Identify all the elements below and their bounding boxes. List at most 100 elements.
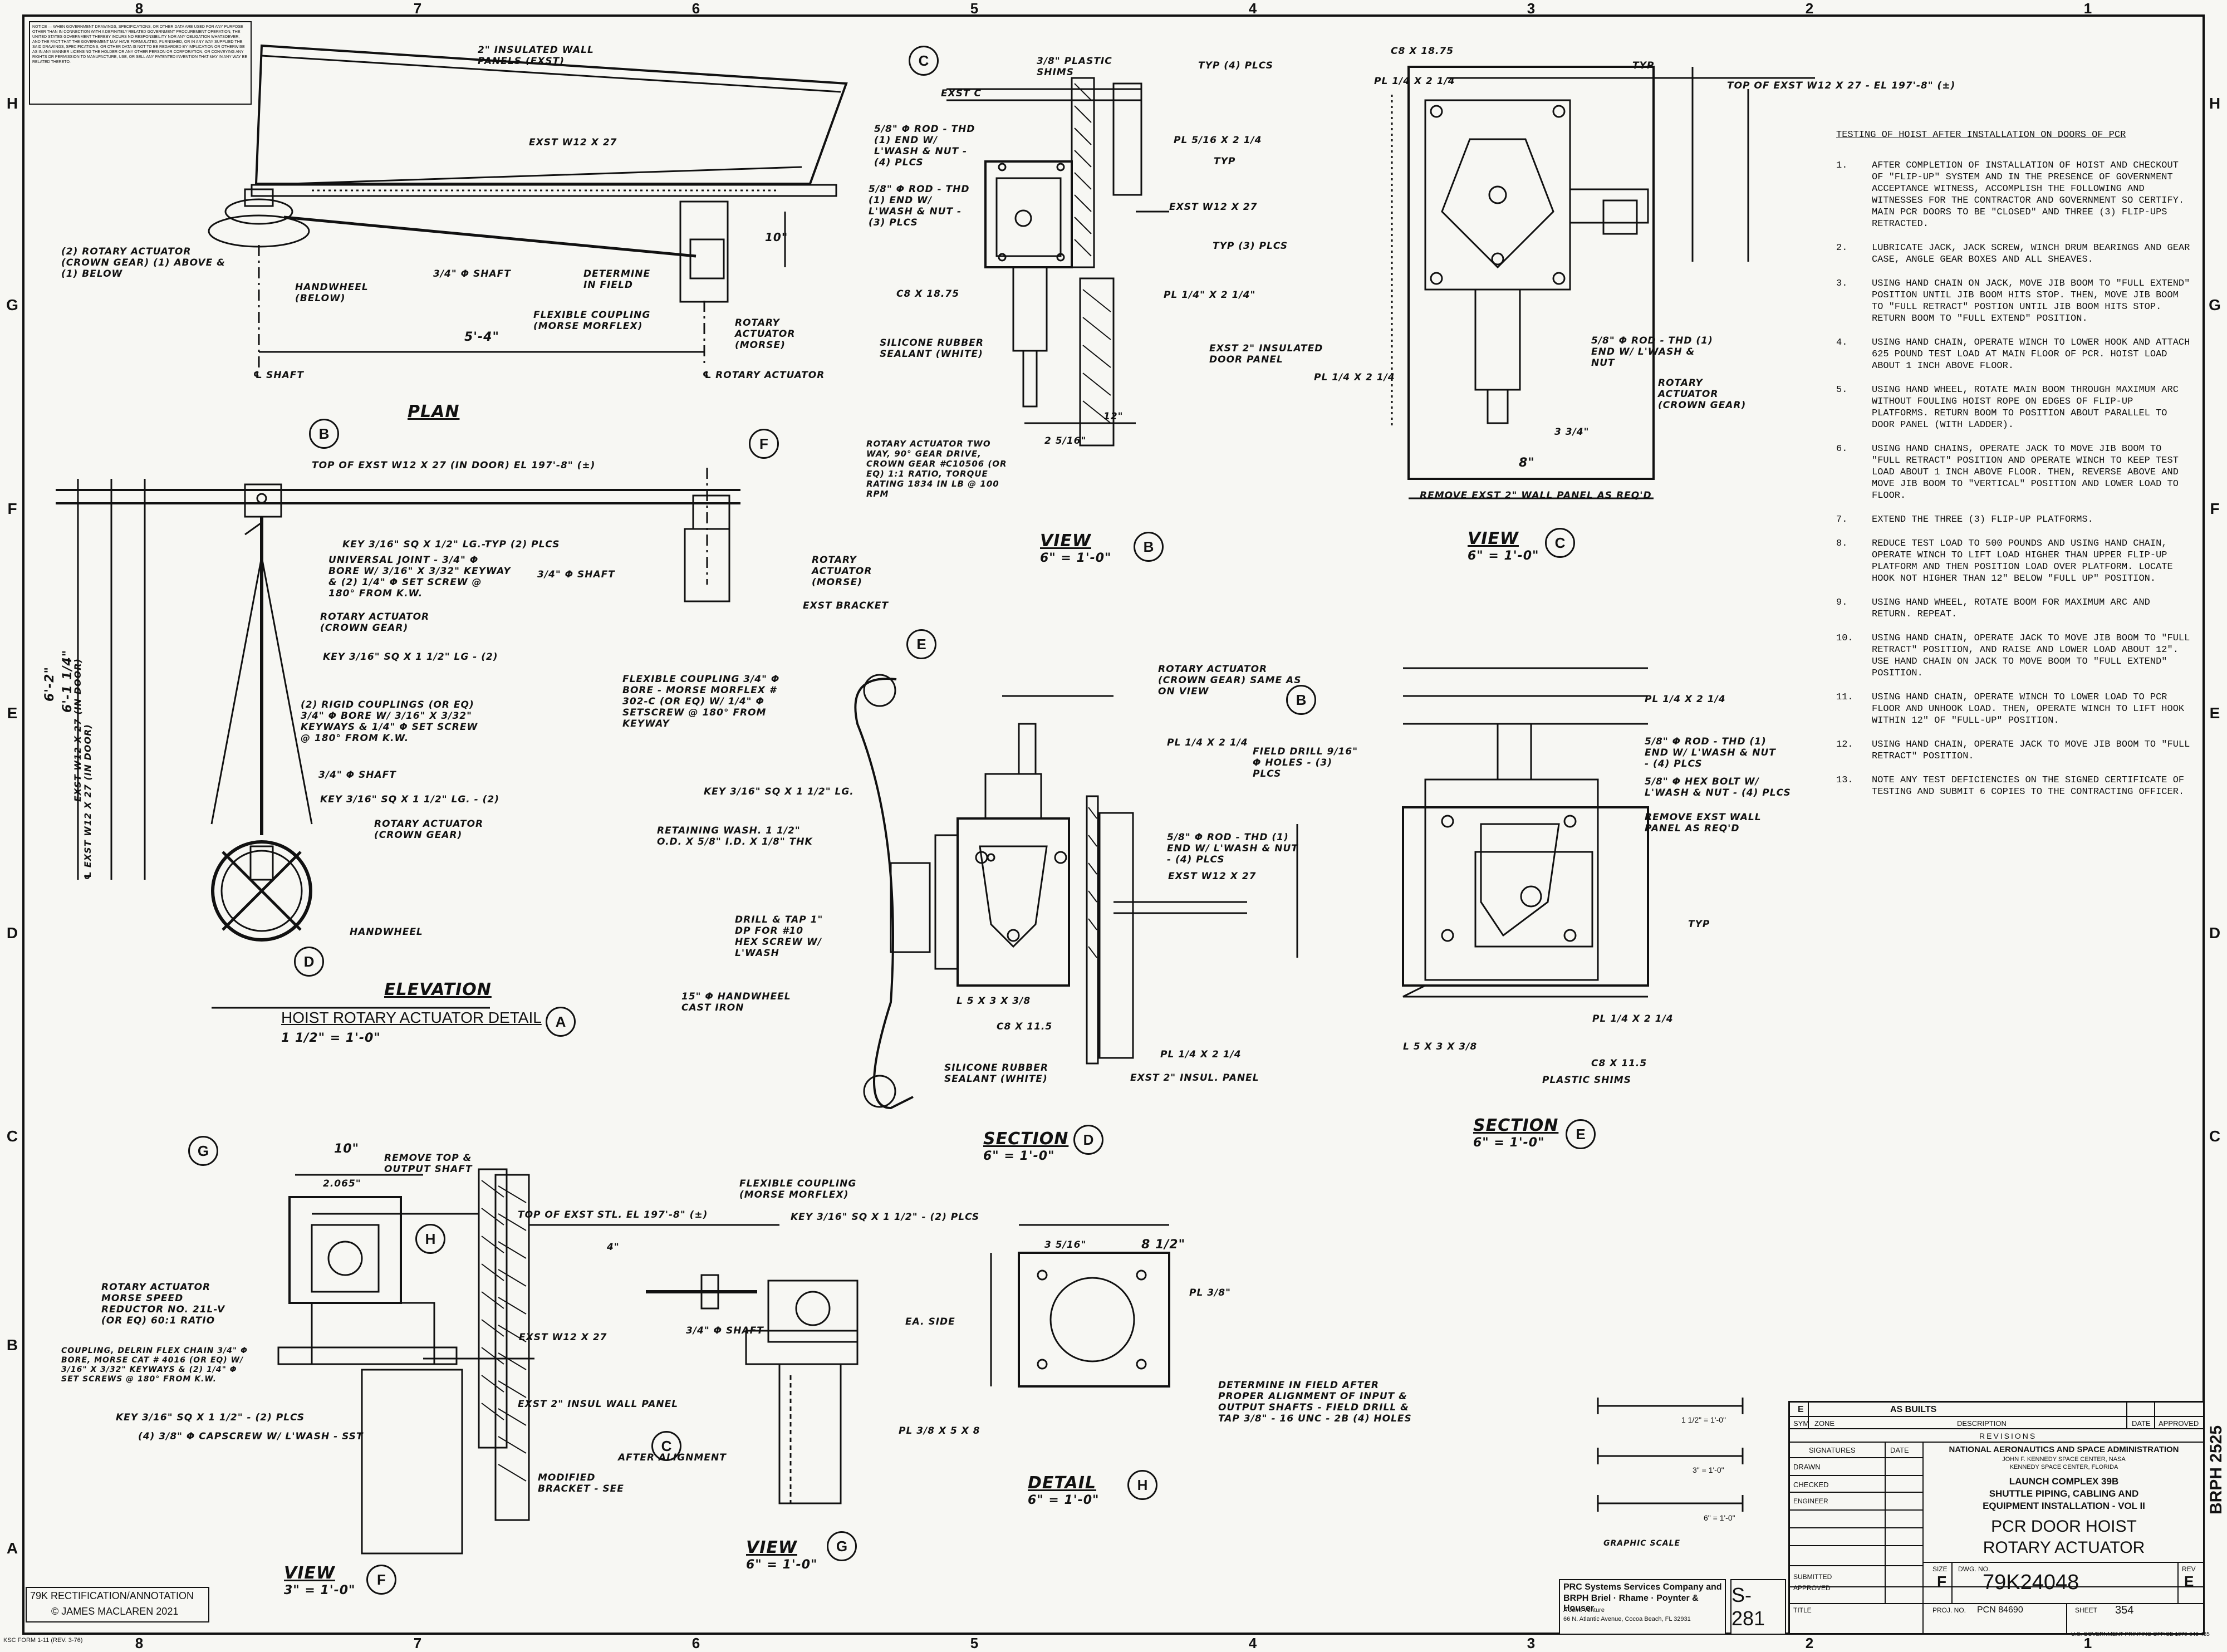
label-ea-side: EA. SIDE xyxy=(905,1316,955,1327)
view-f xyxy=(277,1168,534,1555)
label-scale-3: 3" = 1'-0" xyxy=(1693,1465,1724,1474)
note-item: 6.USING HAND CHAINS, OPERATE JACK TO MOV… xyxy=(1836,444,2179,501)
label-rotary-two: (2) ROTARY ACTUATOR (CROWN GEAR) (1) ABO… xyxy=(61,246,225,280)
label-exst-panel: EXST 2" INSULATED DOOR PANEL xyxy=(1209,343,1323,365)
label-rotary-two-way: ROTARY ACTUATOR TWO WAY, 90° GEAR DRIVE,… xyxy=(866,439,1007,499)
note-item: 3.USING HAND CHAIN ON JACK, MOVE JIB BOO… xyxy=(1836,278,2190,324)
label-pl-d2: PL 1/4 x 2 1/4 xyxy=(1160,1049,1242,1060)
label-dim-10: 10" xyxy=(765,231,788,244)
zone-row-label: H xyxy=(2209,95,2221,112)
view-bubble-f: F xyxy=(366,1565,396,1595)
label-dim-12: 12" xyxy=(1103,411,1124,422)
label-l5-e: L 5 x 3 x 3/8 xyxy=(1403,1041,1478,1052)
label-pl-h: PL 3/8 x 5 x 8 xyxy=(899,1425,980,1437)
label-pl14: PL 1/4" x 2 1/4" xyxy=(1164,290,1256,301)
label-flex-morse3: FLEXIBLE COUPLING (MORSE MORFLEX) xyxy=(739,1178,857,1200)
scale-view-f: 3" = 1'-0" xyxy=(284,1584,356,1597)
section-bubble-d2: D xyxy=(1073,1125,1103,1155)
title-detail-h: DETAIL xyxy=(1028,1473,1097,1493)
project-line-1: LAUNCH COMPLEX 39B xyxy=(2009,1476,2119,1487)
notes-title: TESTING OF HOIST AFTER INSTALLATION ON D… xyxy=(1836,130,2126,140)
label-dim-334: 3 3/4" xyxy=(1554,427,1590,438)
label-title: TITLE xyxy=(1793,1606,1812,1614)
title-view-b: VIEW xyxy=(1040,531,1091,551)
project-number: PCN 84690 xyxy=(1977,1605,2023,1615)
label-rotary-morse2: ROTARY ACTUATOR (MORSE) xyxy=(812,555,872,588)
detail-bubble-a: A xyxy=(546,1007,576,1037)
zone-row-label: F xyxy=(7,500,17,517)
note-item: 7.EXTEND THE THREE (3) FLIP-UP PLATFORMS… xyxy=(1836,514,2093,525)
center-name: JOHN F. KENNEDY SPACE CENTER, NASA xyxy=(2002,1456,2126,1463)
label-top-exst3: TOP OF EXST STL. EL 197'-8" (±) xyxy=(518,1209,708,1220)
title-view-f: VIEW xyxy=(284,1563,335,1583)
label-handwheel15: 15" Φ HANDWHEEL CAST IRON xyxy=(681,991,791,1013)
detail-h xyxy=(990,1224,1170,1388)
label-remove2: REMOVE EXST WALL PANEL AS REQ'D xyxy=(1645,812,1762,834)
title-view-g: VIEW xyxy=(746,1538,797,1557)
label-rotary-crown2: ROTARY ACTUATOR (CROWN GEAR) xyxy=(374,818,484,841)
zone-col-label: 5 xyxy=(970,0,979,17)
detail-bubble-h2: H xyxy=(1127,1470,1157,1500)
label-c8-e: C8 x 11.5 xyxy=(1591,1058,1647,1069)
label-shaft2: 3/4" Φ SHAFT xyxy=(537,569,615,580)
label-remove: REMOVE EXST 2" WALL PANEL AS REQ'D xyxy=(1420,490,1652,501)
zone-col-label: 5 xyxy=(970,1635,979,1651)
label-c8-115: C8 x 11.5 xyxy=(997,1021,1053,1032)
label-key-g: KEY 3/16" SQ x 1 1/2" - (2) PLCS xyxy=(116,1412,305,1423)
label-key3: KEY 3/16" SQ x 1 1/2" LG. - (2) xyxy=(320,794,500,805)
label-dim-54: 5'-4" xyxy=(464,330,499,344)
section-d xyxy=(854,674,1247,1110)
scale-view-c: 6" = 1'-0" xyxy=(1468,549,1539,563)
label-pl-e: PL 1/4 x 2 1/4 xyxy=(1645,694,1726,705)
rectification-line-2: © JAMES MACLAREN 2021 xyxy=(51,1606,179,1617)
label-flex-morse: FLEXIBLE COUPLING (MORSE MORFLEX) xyxy=(533,310,651,332)
title-section-e: SECTION xyxy=(1473,1116,1559,1135)
section-bubble-d: D xyxy=(294,947,324,977)
section-bubble-g: G xyxy=(188,1136,218,1166)
zone-col-label: 7 xyxy=(413,0,422,17)
label-checked: CHECKED xyxy=(1793,1481,1829,1489)
sheet-number: 354 xyxy=(2115,1604,2134,1616)
label-dim-2516: 2 5/16" xyxy=(1044,435,1087,447)
label-key2: KEY 3/16" SQ x 1 1/2" LG - (2) xyxy=(323,651,498,663)
label-determine: DETERMINE IN FIELD xyxy=(583,268,651,291)
label-retaining: RETAINING WASH. 1 1/2" O.D. x 5/8" I.D. … xyxy=(657,825,813,847)
label-cl-shaft: ℄ SHAFT xyxy=(253,370,304,381)
center-location: KENNEDY SPACE CENTER, FLORIDA xyxy=(2009,1464,2118,1470)
zone-col-label: 3 xyxy=(1527,0,1536,17)
test-notes: TESTING OF HOIST AFTER INSTALLATION ON D… xyxy=(1836,129,2192,810)
label-handwheel: HANDWHEEL xyxy=(350,927,423,938)
label-pl14-2: PL 1/4 x 2 1/4 xyxy=(1374,76,1455,87)
label-shaft3: 3/4" Φ SHAFT xyxy=(318,769,396,781)
section-bubble-b: B xyxy=(309,419,339,449)
note-item: 11.USING HAND CHAIN, OPERATE WINCH TO LO… xyxy=(1836,692,2185,726)
note-item: 12.USING HAND CHAIN, OPERATE JACK TO MOV… xyxy=(1836,739,2190,762)
zone-row-label: G xyxy=(2209,296,2221,313)
title-elevation: ELEVATION xyxy=(384,980,492,999)
sheet-code: S-281 xyxy=(1730,1579,1786,1635)
label-date2: DATE xyxy=(1890,1446,1909,1454)
drawing-border xyxy=(22,14,2205,1635)
view-c xyxy=(1391,66,1749,499)
label-pl-h2: PL 3/8" xyxy=(1189,1287,1231,1298)
label-drill: DRILL & TAP 1" DP FOR #10 HEX SCREW W/ L… xyxy=(735,914,823,959)
zone-row-label: E xyxy=(2209,704,2220,722)
label-panels: 2" INSULATED WALL PANELS (EXST) xyxy=(478,45,594,67)
view-bubble-b2: B xyxy=(1286,685,1316,715)
detail-bubble-h: H xyxy=(415,1224,445,1254)
label-rev: REV xyxy=(2182,1565,2196,1573)
scale-view-g: 6" = 1'-0" xyxy=(746,1558,818,1572)
zone-row-label: F xyxy=(2210,500,2220,517)
zone-col-label: 6 xyxy=(691,1635,700,1651)
agency-name: NATIONAL AERONAUTICS AND SPACE ADMINISTR… xyxy=(1949,1445,2179,1454)
zone-col-label: 8 xyxy=(135,1635,144,1651)
note-item: 1.AFTER COMPLETION OF INSTALLATION OF HO… xyxy=(1836,160,2185,229)
view-g xyxy=(494,1174,859,1521)
label-rod-2: 5/8" Φ ROD - THD (1) END W/ L'WASH & NUT… xyxy=(869,184,970,228)
contractor-block: PRC Systems Services Company and BRPH Br… xyxy=(1559,1579,1726,1635)
label-rod-e: 5/8" Φ ROD - THD (1) END W/ L'WASH & NUT… xyxy=(1645,736,1776,769)
section-bubble-c: C xyxy=(909,46,939,76)
label-scale-112: 1 1/2" = 1'-0" xyxy=(1681,1415,1726,1424)
zone-col-label: 7 xyxy=(413,1635,422,1651)
